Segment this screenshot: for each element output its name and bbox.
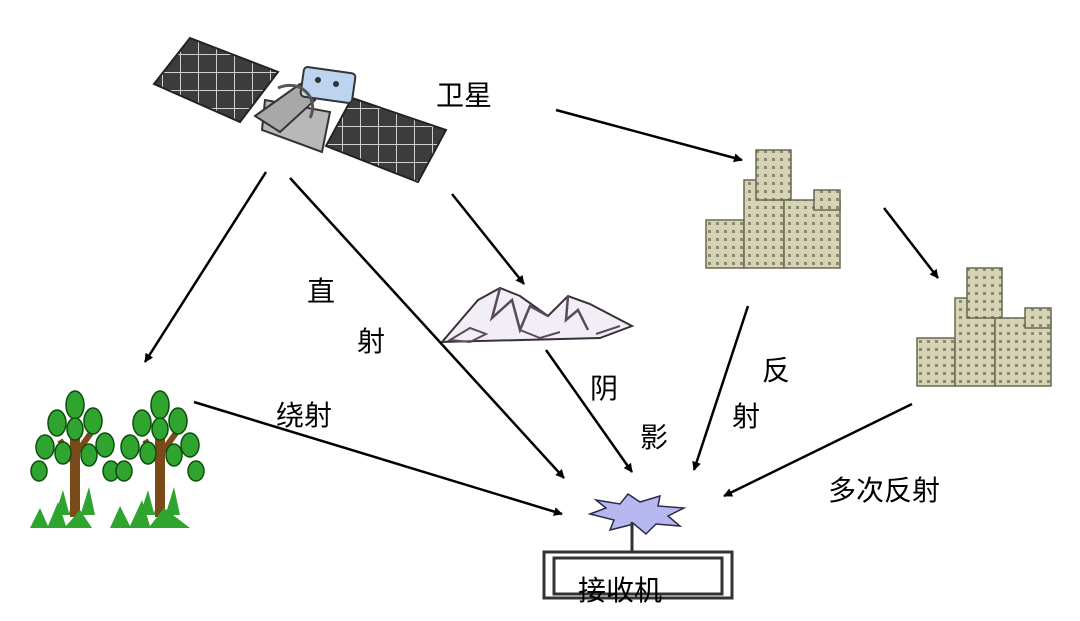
arrow-satellite-to-mountain: [451, 193, 525, 285]
arrow-satellite-to-trees: [143, 171, 268, 363]
label-direct-2: 射: [357, 325, 385, 358]
label-diffraction: 绕射: [276, 399, 332, 432]
building-cluster-icon: [705, 149, 841, 269]
arrow-multi-reflection-to-receiver: [723, 402, 913, 498]
arrow-buildings-to-buildings2: [883, 207, 939, 279]
building-cluster-2-icon: [916, 267, 1052, 387]
arrow-trees-to-receiver: [193, 400, 563, 516]
arrow-mountain-to-receiver: [544, 349, 634, 473]
label-direct-1: 直: [307, 275, 335, 308]
label-receiver: 接收机: [578, 574, 662, 607]
tree-icon: [31, 391, 119, 517]
label-satellite: 卫星: [436, 79, 492, 112]
arrow-direct-to-receiver: [289, 177, 565, 479]
label-multi-reflection: 多次反射: [828, 474, 940, 507]
label-reflection-1: 反: [762, 354, 790, 387]
mountain-icon: [439, 286, 635, 344]
receiver-icon: [542, 492, 734, 600]
arrow-buildings-to-receiver: [692, 305, 750, 471]
tree-2-icon: [116, 391, 204, 517]
label-shadow-2: 影: [640, 421, 668, 454]
label-reflection-2: 射: [732, 400, 760, 433]
satellite-icon: [152, 36, 448, 184]
label-shadow-1: 阴: [590, 372, 618, 405]
signal-arrows: [143, 108, 939, 516]
arrow-satellite-to-buildings: [555, 108, 743, 163]
grass-icon: [30, 500, 190, 528]
